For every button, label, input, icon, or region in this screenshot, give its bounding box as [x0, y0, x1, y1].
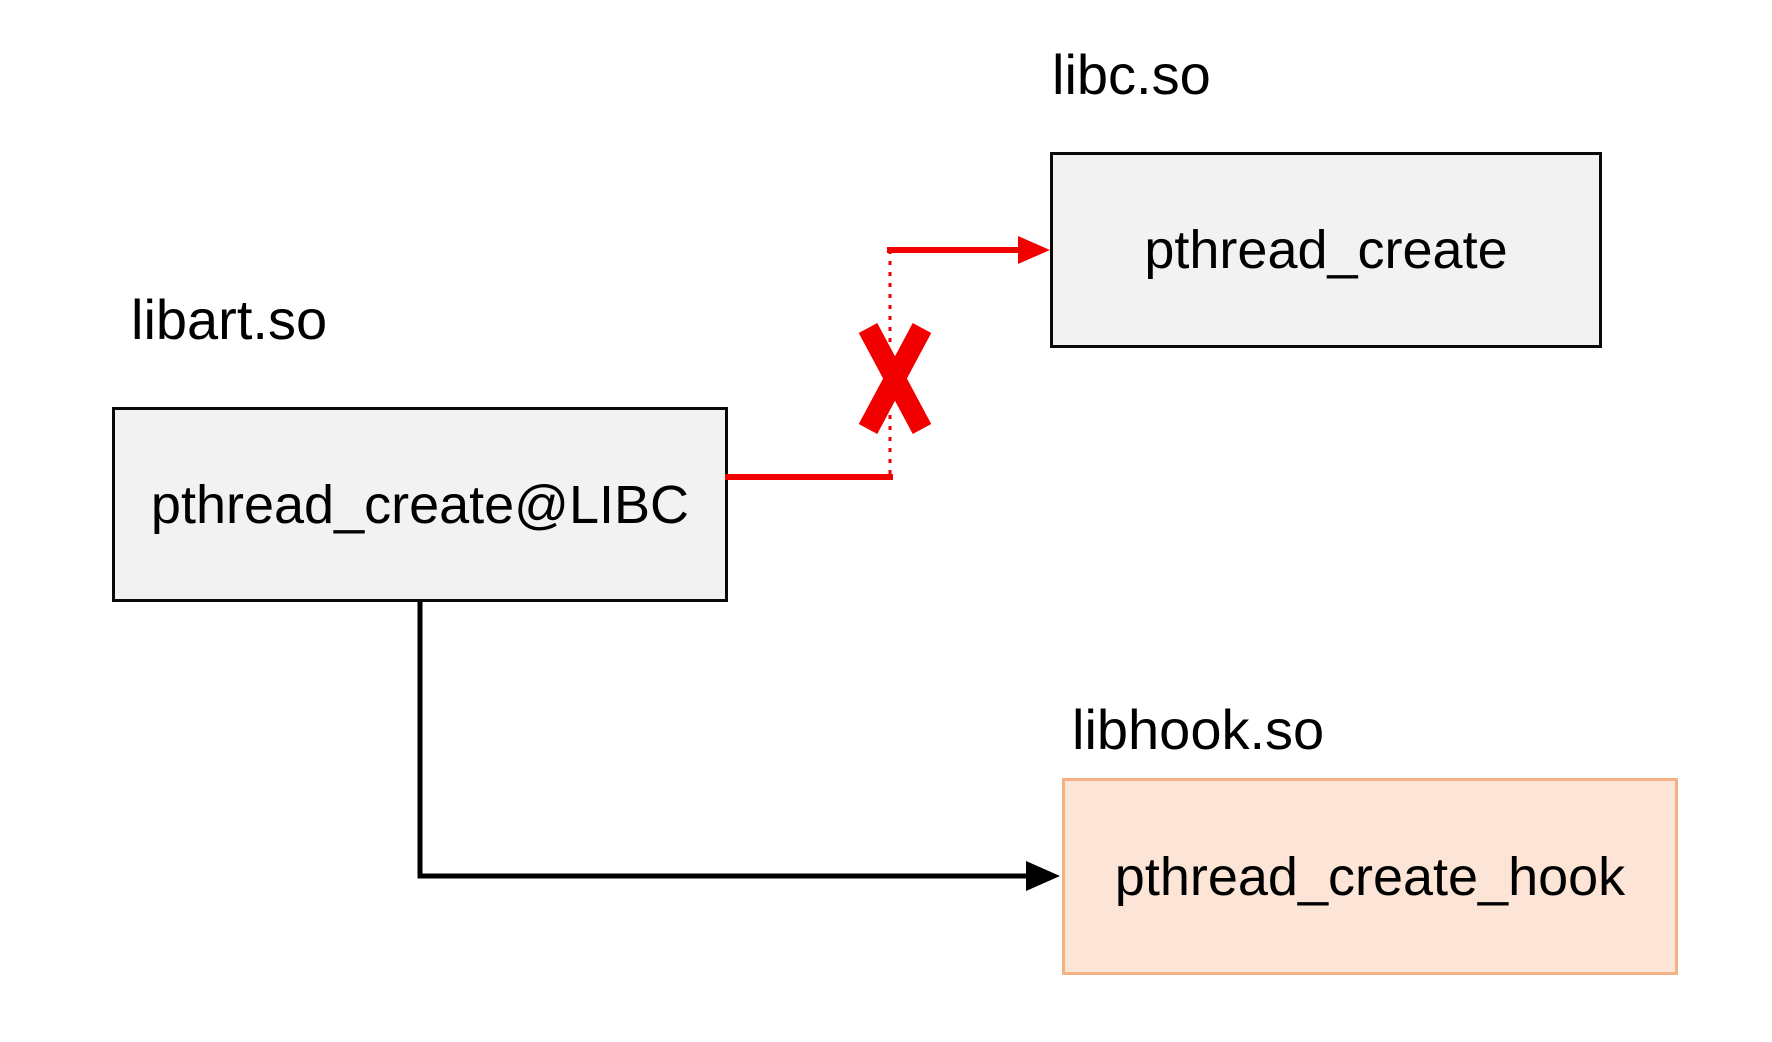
edge-libart-to-libhook: [417, 602, 1060, 891]
node-label-libhook: pthread_create_hook: [1114, 846, 1626, 907]
arrowhead-libhook-icon: [1026, 861, 1060, 891]
node-title-libc: libc.so: [1052, 43, 1211, 106]
blocked-x-icon: [858, 323, 932, 434]
arrowhead-libc-icon: [1018, 236, 1050, 264]
node-title-libhook: libhook.so: [1072, 698, 1325, 761]
node-box-libhook: pthread_create_hook: [1062, 778, 1678, 975]
node-box-libc: pthread_create: [1050, 152, 1602, 348]
edge-libart-to-libhook-line: [417, 602, 1030, 879]
edge-libart-to-libc: [725, 236, 1050, 480]
node-label-libc: pthread_create: [1144, 220, 1508, 280]
node-label-libart: pthread_create@LIBC: [150, 474, 690, 535]
node-box-libart: pthread_create@LIBC: [112, 407, 728, 602]
node-title-libart: libart.so: [131, 288, 328, 351]
